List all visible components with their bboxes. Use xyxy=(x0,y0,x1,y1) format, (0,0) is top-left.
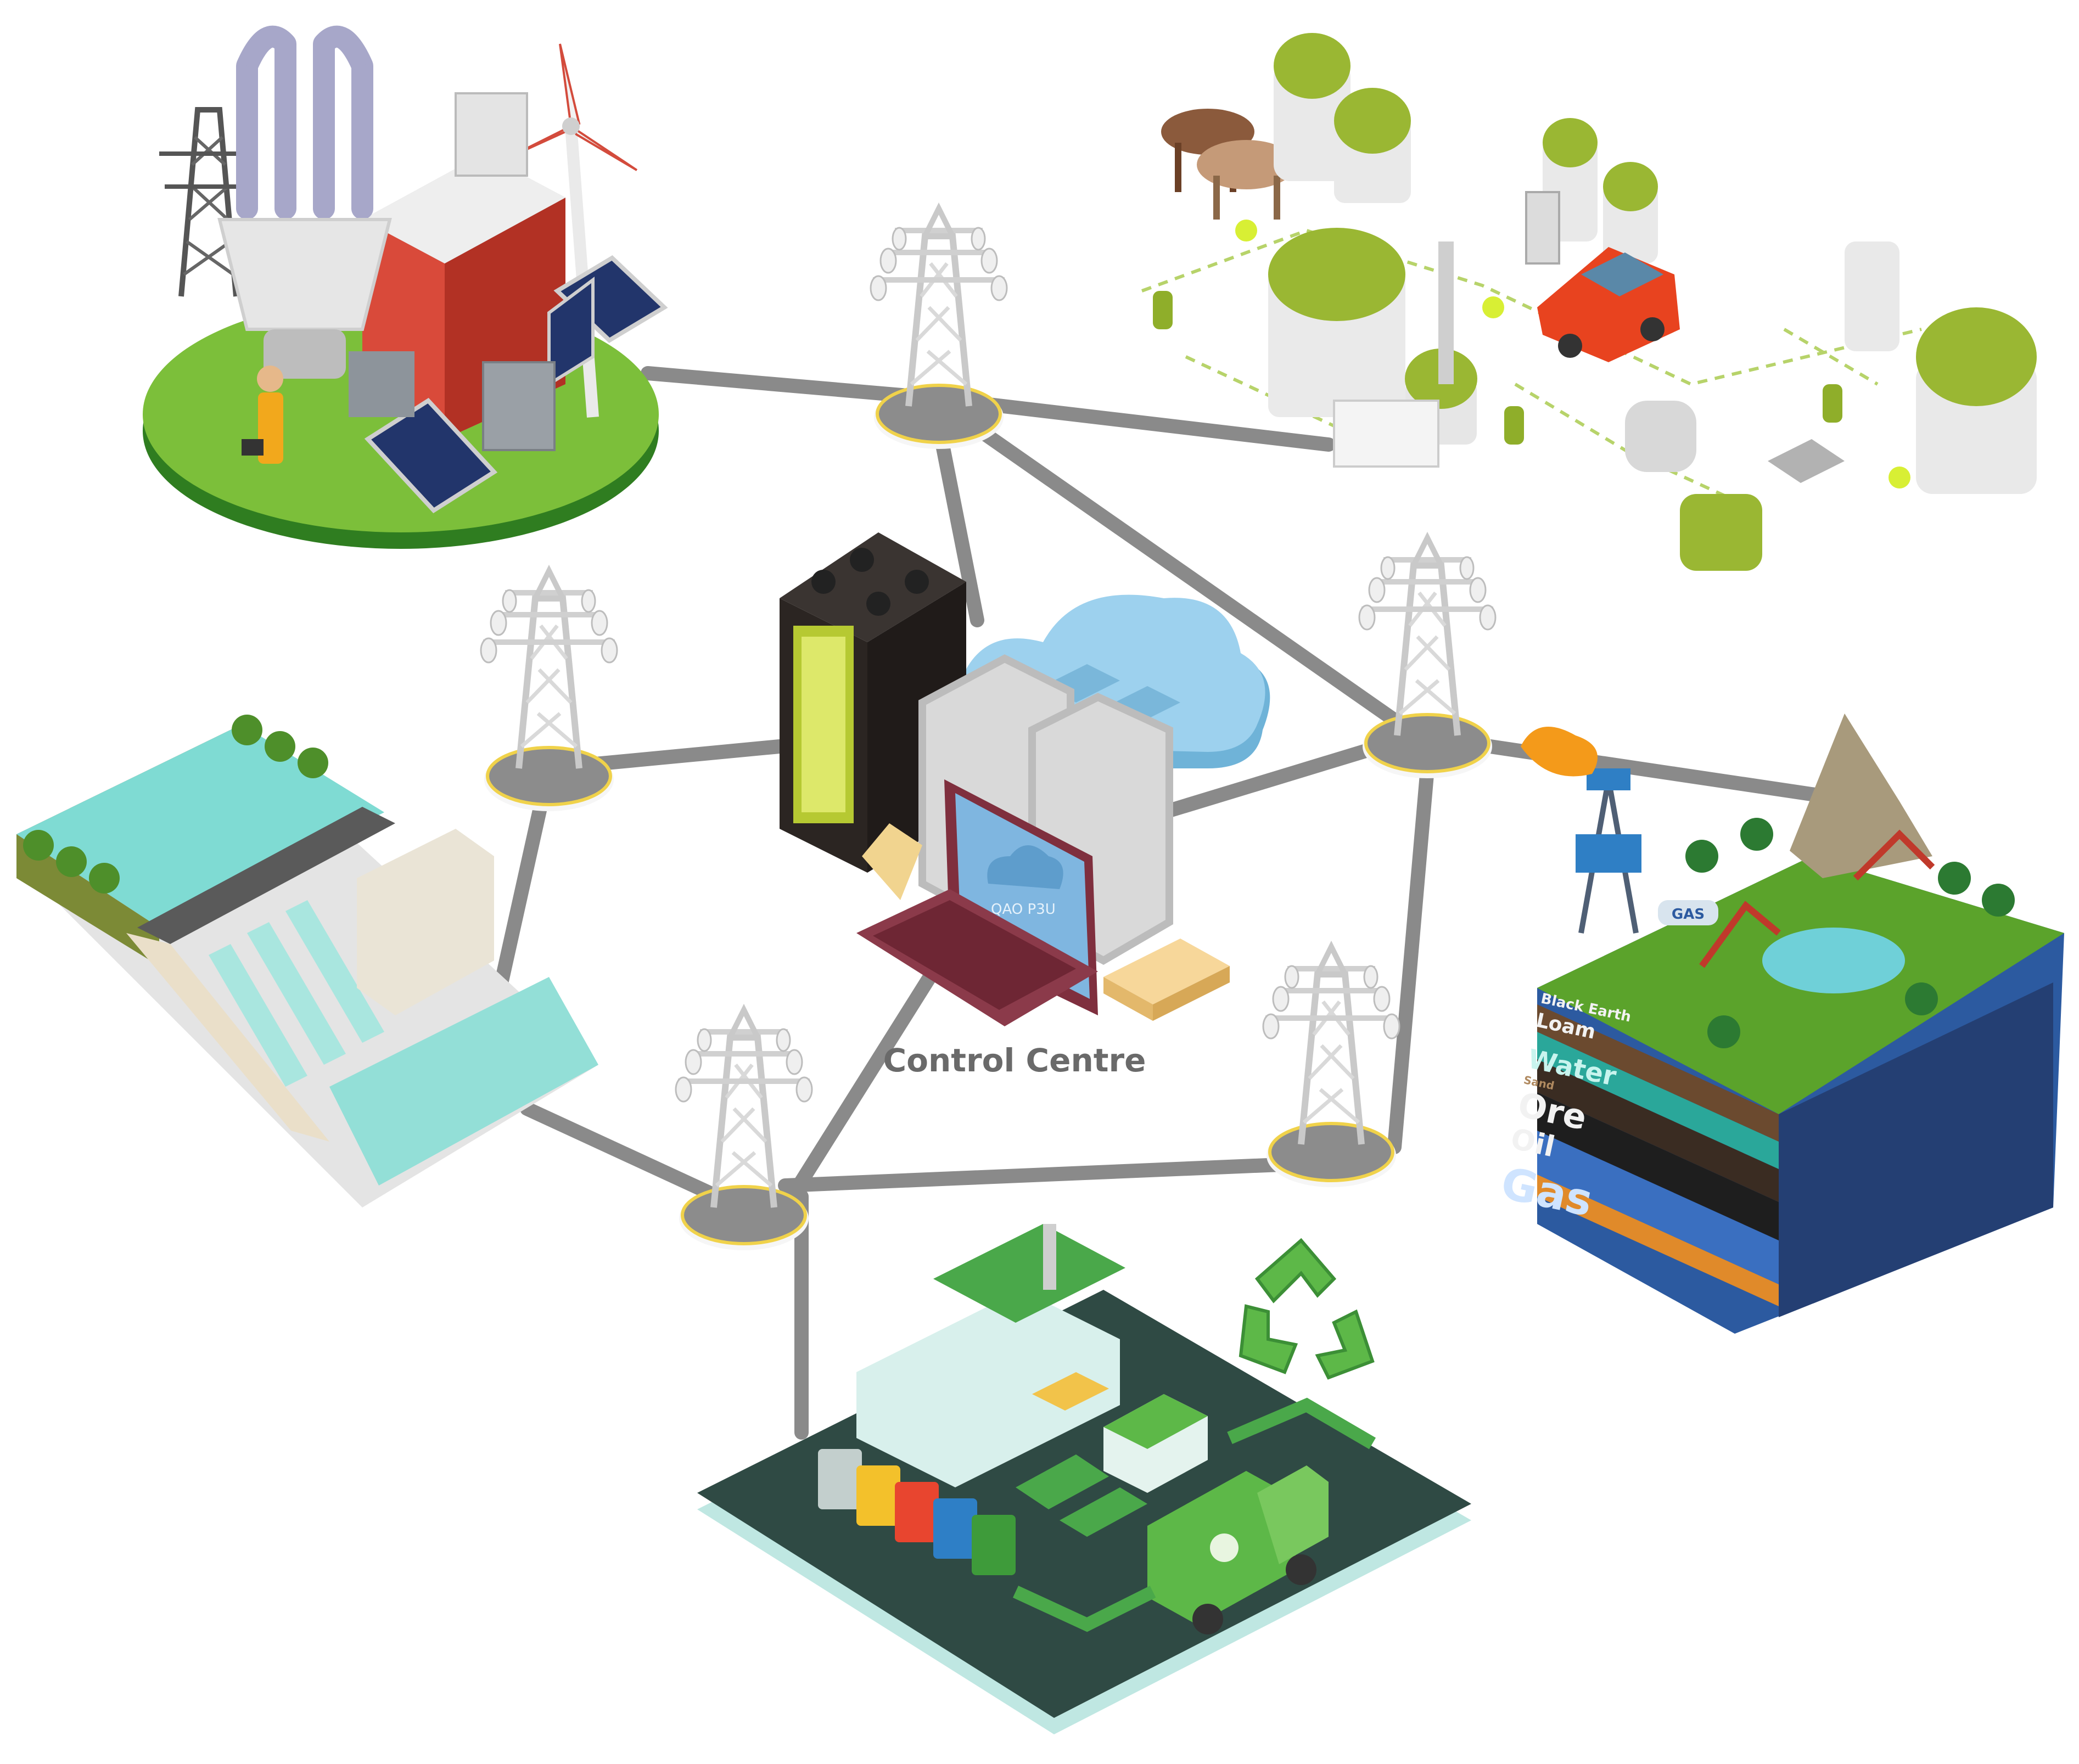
control-centre-label: Control Centre xyxy=(883,1042,1146,1079)
hydro-dam-icon xyxy=(16,715,598,1207)
wifi-panel-icon xyxy=(862,823,922,900)
laptop-icon[interactable]: QAO P3U xyxy=(856,779,1098,1026)
server-rack-icon xyxy=(780,532,966,873)
biogas-plant-icon xyxy=(1141,33,2037,571)
electric-car-icon xyxy=(1537,247,1680,362)
laptop-screen-text: QAO P3U xyxy=(991,901,1056,918)
link-dam-tower-bottom xyxy=(520,1102,748,1215)
transmission-tower-icon xyxy=(1359,538,1495,778)
recycle-symbol-icon xyxy=(1239,1238,1375,1380)
link-tower-right-tower-lowright xyxy=(1387,761,1434,1154)
control-centre-cluster: QAO P3U Control Centre xyxy=(780,532,1270,1079)
garbage-truck-icon xyxy=(1147,1465,1329,1634)
link-powerplant-tower-top xyxy=(641,366,940,405)
waste-bins-icon xyxy=(818,1449,1016,1575)
transmission-tower-icon xyxy=(676,1010,812,1250)
tanker-label: GAS xyxy=(1672,906,1705,923)
solar-panel-icon xyxy=(364,255,668,514)
router-icon xyxy=(1103,939,1230,1021)
worker-icon xyxy=(242,366,283,464)
wind-turbine-icon xyxy=(505,43,638,418)
cow-icon xyxy=(1161,109,1296,220)
transmission-tower-icon xyxy=(871,209,1007,449)
recycling-plant-icon xyxy=(697,1224,1471,1734)
transmission-tower-icon xyxy=(481,571,617,811)
oil-gas-field-icon: GAS Black Earth Loam Water Sand Ore Oil … xyxy=(1497,714,2064,1334)
transmission-tower-icon xyxy=(1263,947,1399,1187)
link-laptop-tower-bottom xyxy=(778,964,940,1215)
link-tower-top-tower-right xyxy=(926,391,1424,743)
link-tower-bottom-tower-lowright xyxy=(778,1156,1314,1193)
light-bulb-icon xyxy=(217,25,392,379)
power-plant-icon xyxy=(143,25,668,549)
